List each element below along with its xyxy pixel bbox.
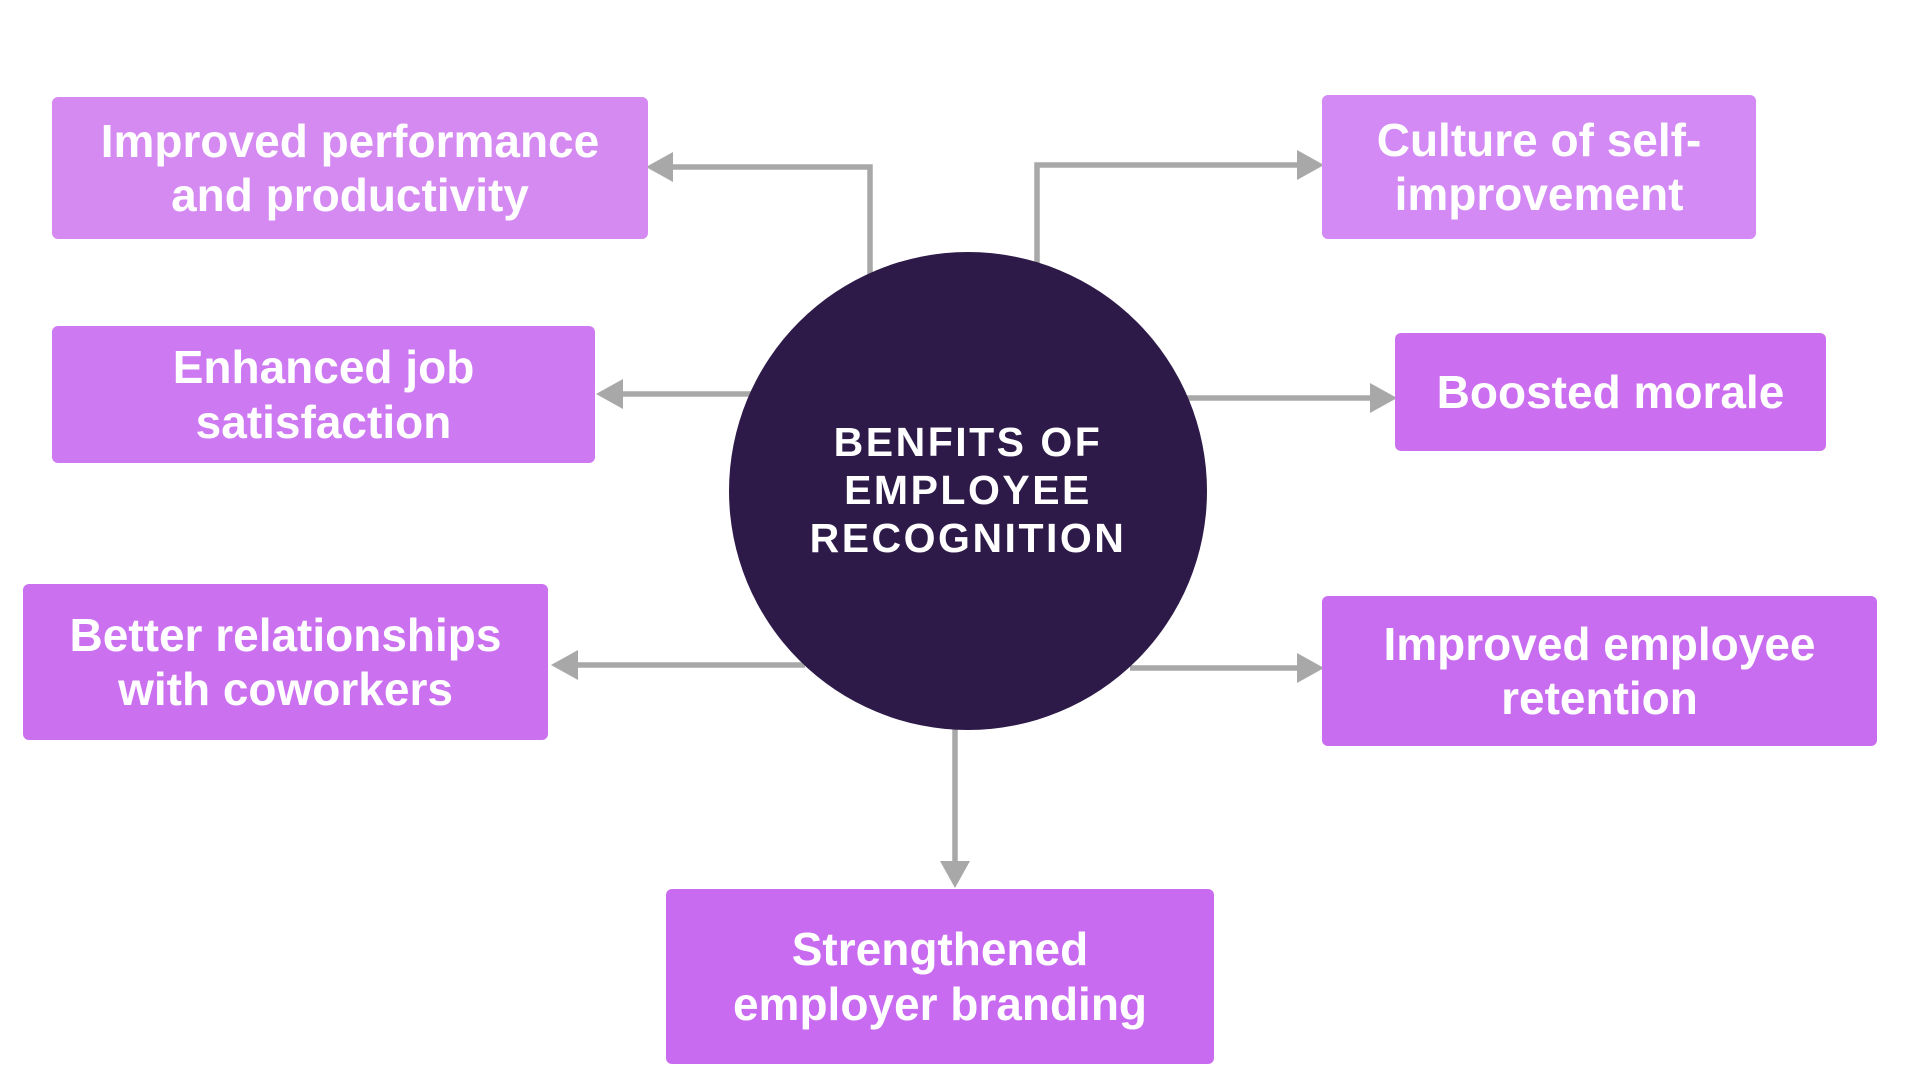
connector-employer-branding — [940, 718, 970, 888]
connector-boosted-morale — [1185, 383, 1397, 413]
benefit-box-boosted-morale: Boosted morale — [1395, 333, 1826, 451]
connector-line — [670, 164, 873, 292]
benefit-box-enhanced-job-satisfaction: Enhanced job satisfaction — [52, 326, 595, 463]
benefit-label: Improved employee retention — [1383, 617, 1816, 724]
benefit-box-employer-branding: Strengthened employer branding — [666, 889, 1214, 1064]
benefit-box-better-relationships: Better relationships with coworkers — [23, 584, 548, 740]
connector-improved-retention — [1130, 653, 1324, 683]
benefit-box-improved-performance: Improved performance and productivity — [52, 97, 648, 239]
benefit-box-improved-retention: Improved employee retention — [1322, 596, 1877, 746]
benefit-label: Boosted morale — [1436, 365, 1785, 418]
connector-line — [1034, 162, 1298, 288]
connector-culture-self-improvement — [1034, 150, 1324, 288]
arrowhead-right-icon — [1297, 150, 1324, 180]
benefit-label: Improved performance and productivity — [100, 114, 600, 221]
arrowhead-down-icon — [940, 861, 970, 888]
benefit-label: Enhanced job satisfaction — [172, 341, 475, 448]
benefit-box-culture-self-improvement: Culture of self- improvement — [1322, 95, 1756, 239]
arrowhead-right-icon — [1297, 653, 1324, 683]
arrowhead-right-icon — [1370, 383, 1397, 413]
center-circle: BENFITS OF EMPLOYEE RECOGNITION — [729, 252, 1207, 730]
center-title: BENFITS OF EMPLOYEE RECOGNITION — [809, 419, 1127, 561]
arrowhead-left-icon — [646, 152, 673, 182]
arrowhead-left-icon — [551, 650, 578, 680]
connector-improved-performance — [646, 152, 873, 292]
connector-better-relationships — [551, 650, 805, 680]
benefit-label: Culture of self- improvement — [1376, 113, 1702, 220]
benefit-label: Strengthened employer branding — [732, 923, 1148, 1030]
connector-enhanced-job-satisfaction — [596, 379, 752, 409]
benefit-label: Better relationships with coworkers — [69, 608, 502, 715]
arrowhead-left-icon — [596, 379, 623, 409]
